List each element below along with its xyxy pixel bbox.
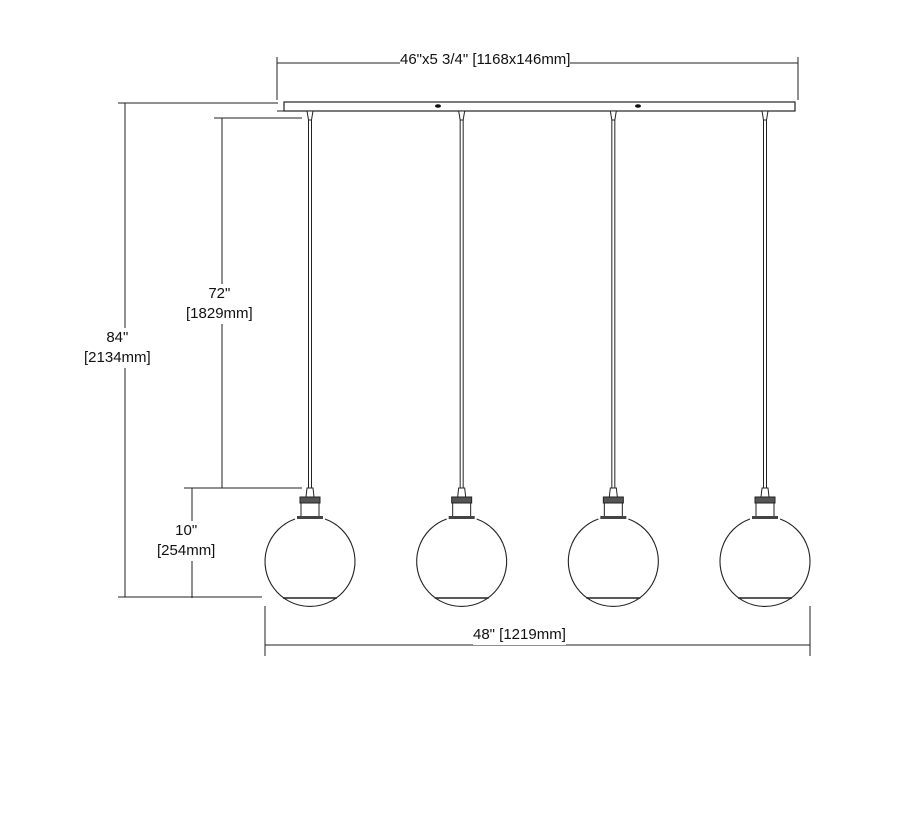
overall-width-label: 48" [1219mm] [473,625,566,645]
canopy [277,101,796,112]
overall-width-dimension-line [264,606,811,656]
pendant [567,110,659,607]
overall-height-metric: [2134mm] [84,349,151,366]
shade-height-label: 10" [254mm] [157,521,216,561]
pendant [264,110,356,607]
cord-length-label: 72" [1829mm] [186,284,253,324]
canopy-dimension-label: 46"x5 3/4" [1168x146mm] [400,50,571,70]
overall-height-imperial: 84" [106,329,129,346]
cord-length-metric: [1829mm] [186,305,253,322]
cord-length-imperial: 72" [208,285,231,302]
pendant [719,110,811,607]
overall-height-label: 84" [2134mm] [84,328,151,368]
shade-height-imperial: 10" [175,522,198,539]
shade-height-metric: [254mm] [157,542,216,559]
pendant [416,110,508,607]
